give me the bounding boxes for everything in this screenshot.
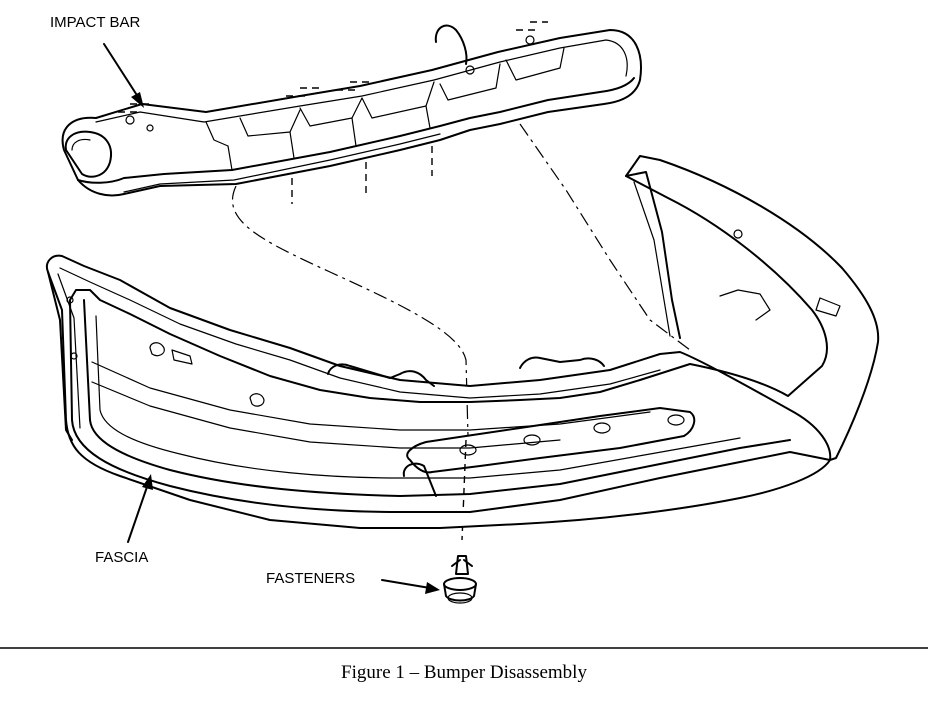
figure-caption: Figure 1 – Bumper Disassembly xyxy=(341,662,587,683)
fascia-label: FASCIA xyxy=(95,549,148,566)
alignment-lines xyxy=(231,123,691,541)
leader-arrows xyxy=(103,43,440,594)
fastener-illustration xyxy=(443,555,477,604)
fascia-illustration xyxy=(46,155,880,529)
impact-bar-illustration xyxy=(61,21,642,204)
impact-bar-label: IMPACT BAR xyxy=(50,14,140,31)
fasteners-label: FASTENERS xyxy=(266,570,355,587)
